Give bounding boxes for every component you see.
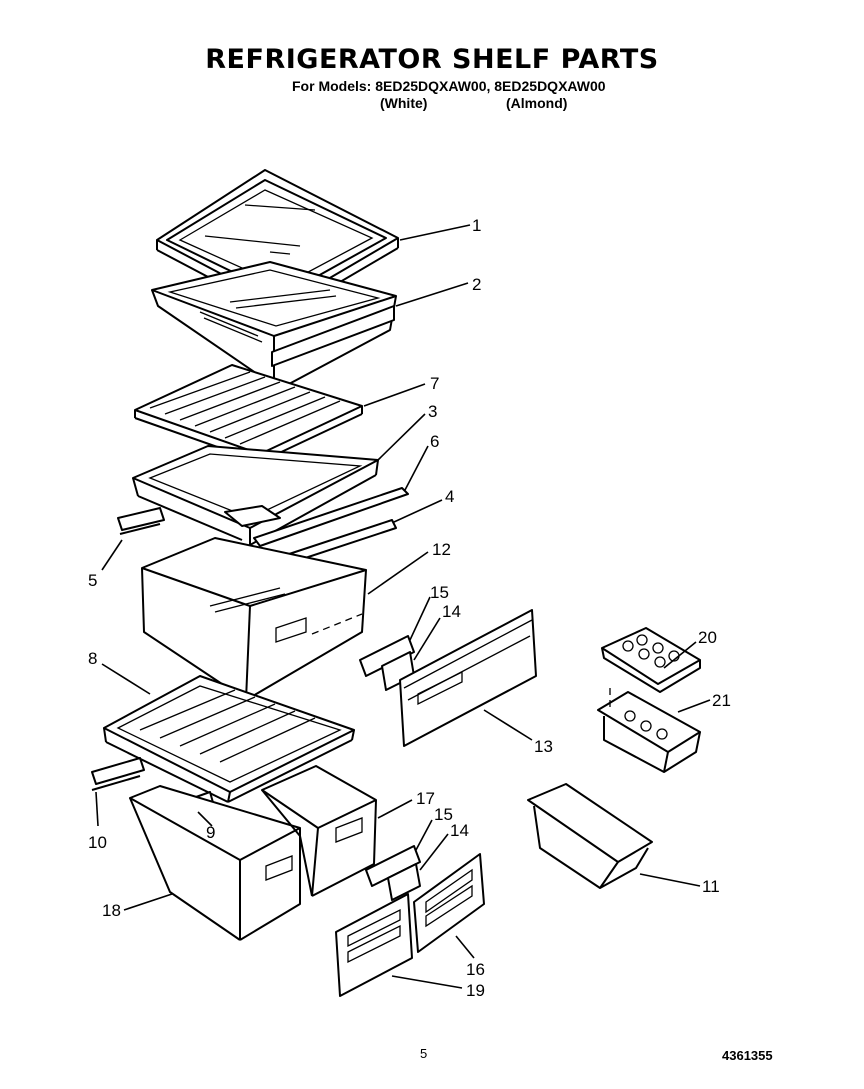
part-17-crisper-pan <box>261 765 377 897</box>
part-16-crisper-front <box>413 853 485 953</box>
callout-labels: 1 2 7 3 6 4 5 12 15 14 8 13 20 21 10 9 1… <box>88 216 731 1000</box>
part-11-bin <box>527 783 653 889</box>
callout-15-lower: 15 <box>434 805 453 824</box>
variant-white-label: (White) <box>380 95 428 111</box>
callout-13: 13 <box>534 737 553 756</box>
part-3-crisper-cover-frame <box>132 445 379 546</box>
callout-1: 1 <box>472 216 481 235</box>
callout-8: 8 <box>88 649 97 668</box>
part-21-egg-tray <box>597 688 701 773</box>
callout-18: 18 <box>102 901 121 920</box>
part-2-drawer <box>151 261 397 393</box>
callout-16: 16 <box>466 960 485 979</box>
variant-almond-label: (Almond) <box>506 95 568 111</box>
callout-10: 10 <box>88 833 107 852</box>
callout-14-upper: 14 <box>442 602 461 621</box>
callout-21: 21 <box>712 691 731 710</box>
page-number: 5 <box>420 1046 428 1061</box>
leader-lines <box>95 224 711 989</box>
part-10-rail <box>91 757 145 791</box>
part-5-rail <box>117 507 165 535</box>
part-15-upper-clip <box>359 635 415 677</box>
callout-6: 6 <box>430 432 439 451</box>
models-line: For Models: 8ED25DQXAW00, 8ED25DQXAW00 <box>292 78 606 94</box>
part-15-lower-clip <box>365 845 421 887</box>
callout-9: 9 <box>206 823 215 842</box>
part-8-lower-shelf <box>103 675 355 803</box>
part-20-egg-tray-lid <box>601 627 701 693</box>
part-18-crisper-pan <box>129 785 301 941</box>
callout-3: 3 <box>428 402 437 421</box>
callout-14-lower: 14 <box>450 821 469 840</box>
part-6-rail <box>253 487 409 547</box>
callout-2: 2 <box>472 275 481 294</box>
callout-4: 4 <box>445 487 454 506</box>
callout-20: 20 <box>698 628 717 647</box>
callout-7: 7 <box>430 374 439 393</box>
part-14-lower-clip <box>387 863 421 901</box>
part-13-crisper-front <box>399 609 537 747</box>
callout-15-upper: 15 <box>430 583 449 602</box>
callout-5: 5 <box>88 571 97 590</box>
callout-12: 12 <box>432 540 451 559</box>
document-number: 4361355 <box>722 1048 773 1063</box>
part-7-shelf <box>134 364 363 463</box>
callout-17: 17 <box>416 789 435 808</box>
callout-11: 11 <box>702 877 720 896</box>
page-title: REFRIGERATOR SHELF PARTS <box>205 44 659 75</box>
callout-19: 19 <box>466 981 485 1000</box>
part-19-crisper-front <box>335 893 413 997</box>
part-12-crisper-pan <box>141 537 367 701</box>
